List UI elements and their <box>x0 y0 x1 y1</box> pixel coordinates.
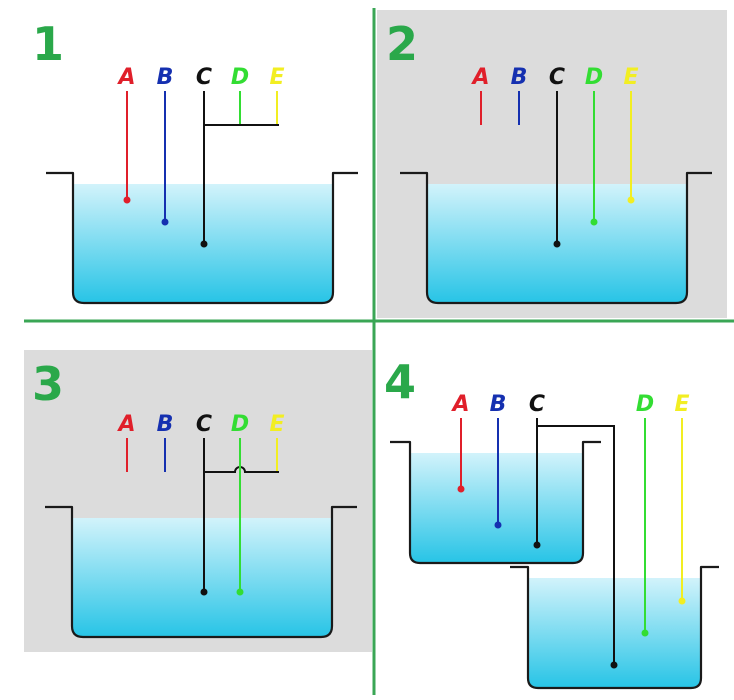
panel-3-electrode-c <box>200 588 208 596</box>
panel-1-label-c: C <box>196 65 212 90</box>
panel-3-number: 3 <box>32 357 64 411</box>
panel-1-vessel <box>46 171 358 305</box>
panel-4-label-d: D <box>636 392 654 417</box>
panel-4-electrode-a <box>457 485 465 493</box>
panel-2-electrode-d <box>590 218 598 226</box>
panel-4-number: 4 <box>384 355 416 409</box>
panel-3-label-a: A <box>116 412 135 437</box>
panel-3: 3 A B C D E <box>32 357 357 639</box>
panel-4-label-e: E <box>674 392 689 417</box>
panel-4-upper-water <box>410 453 583 563</box>
panel-4-electrode-connector <box>610 661 618 669</box>
panel-3-label-e: E <box>269 412 284 437</box>
panel-1-label-e: E <box>269 65 284 90</box>
panel-2-label-b: B <box>511 65 528 90</box>
panel-3-label-b: B <box>157 412 174 437</box>
panel-4-lower-vessel <box>510 565 719 690</box>
panel-2-electrode-c <box>553 240 561 248</box>
panel-3-water <box>72 518 332 637</box>
panel-4-label-b: B <box>490 392 507 417</box>
panel-1: 1 A B C D E <box>32 17 358 305</box>
panel-4-electrode-d <box>641 629 649 637</box>
panel-1-electrode-c <box>200 240 208 248</box>
panel-1-label-d: D <box>231 65 249 90</box>
panel-4-electrode-b <box>494 521 502 529</box>
panel-3-label-c: C <box>196 412 212 437</box>
panel-4-label-a: A <box>450 392 469 417</box>
panel-1-label-b: B <box>157 65 174 90</box>
panel-2-electrode-e <box>627 196 635 204</box>
panel-3-vessel <box>45 505 357 639</box>
panel-2-label-c: C <box>549 65 565 90</box>
panel-3-label-d: D <box>231 412 249 437</box>
panel-4-label-c: C <box>529 392 545 417</box>
panel-4-connector <box>537 425 615 665</box>
panel-2-number: 2 <box>386 17 418 71</box>
panel-2-vessel <box>400 171 712 305</box>
panel-4: 4 A B C D E <box>384 355 719 690</box>
panel-1-electrode-b <box>161 218 169 226</box>
panel-4-electrode-e <box>678 597 686 605</box>
panel-4-upper-vessel <box>390 440 601 565</box>
panel-2-label-a: A <box>470 65 489 90</box>
panel-1-label-a: A <box>116 65 135 90</box>
panel-1-electrode-a <box>123 196 131 204</box>
panel-4-electrode-c <box>533 541 541 549</box>
panel-1-number: 1 <box>32 17 64 71</box>
panel-2-label-d: D <box>585 65 603 90</box>
panel-2: 2 A B C D E <box>386 17 712 305</box>
panel-2-label-e: E <box>623 65 638 90</box>
panel-3-electrode-d <box>236 588 244 596</box>
